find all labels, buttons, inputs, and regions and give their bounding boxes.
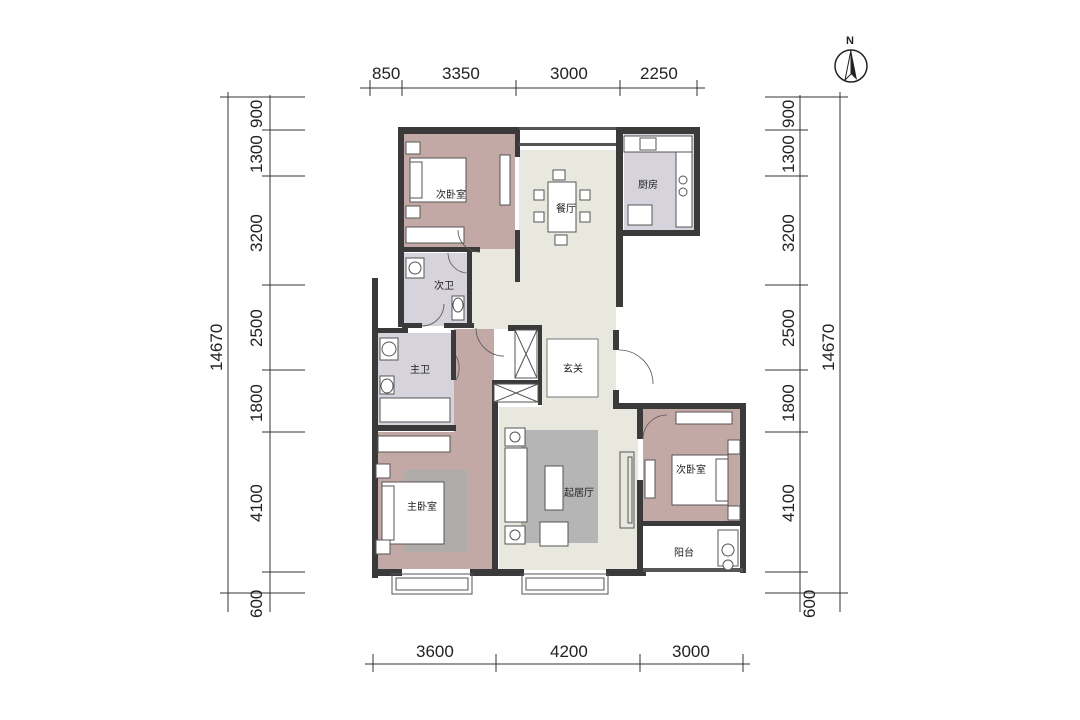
right-dimensions: 900 1300 3200 2500 1800 4100 600 14670 <box>765 92 848 618</box>
living-furniture <box>504 427 569 547</box>
bay-windows <box>391 451 635 595</box>
dim-bottom-3: 3000 <box>672 642 710 661</box>
kitchen-furniture <box>623 135 693 228</box>
dining-table <box>533 169 591 246</box>
room-label-kitchen: 厨房 <box>638 178 658 191</box>
room-labels: 次卧室 餐厅 厨房 次卫 玄关 主卫 次卧室 起居厅 主卧室 阳台 <box>407 178 706 559</box>
dim-right-1: 900 <box>779 100 798 128</box>
dim-top-2: 3350 <box>442 64 480 83</box>
dim-top-1: 850 <box>372 64 400 83</box>
foyer-rug <box>546 338 599 398</box>
bedroom-nw-furniture <box>405 141 511 244</box>
dim-top-3: 3000 <box>550 64 588 83</box>
dim-left-3: 3200 <box>247 214 266 252</box>
bottom-dimensions: 3600 4200 3000 <box>365 642 750 672</box>
dim-left-7: 600 <box>247 590 266 618</box>
bedroom-e-furniture <box>644 411 741 521</box>
room-label-bath2: 次卫 <box>434 279 454 292</box>
room-label-bedroom-nw: 次卧室 <box>436 188 466 201</box>
dim-right-3: 3200 <box>779 214 798 252</box>
room-label-master-bedroom: 主卧室 <box>407 500 437 513</box>
north-compass: N <box>834 35 868 83</box>
room-label-bedroom-e: 次卧室 <box>676 463 706 476</box>
dim-left-5: 1800 <box>247 384 266 422</box>
room-label-master-bath: 主卫 <box>410 364 430 376</box>
dim-left-1: 900 <box>247 100 266 128</box>
dim-right-2: 1300 <box>779 135 798 173</box>
dim-top-4: 2250 <box>640 64 678 83</box>
doors <box>421 229 668 440</box>
top-dimensions: 850 3350 3000 2250 <box>360 64 705 96</box>
storage-cabinets <box>493 329 539 403</box>
left-dimensions: 900 1300 3200 2500 1800 4100 600 14670 <box>207 92 305 618</box>
dim-left-6: 4100 <box>247 484 266 522</box>
dim-left-total: 14670 <box>207 324 226 371</box>
room-label-balcony: 阳台 <box>674 546 694 559</box>
dim-bottom-2: 4200 <box>550 642 588 661</box>
dim-right-5: 1800 <box>779 384 798 422</box>
dim-right-4: 2500 <box>779 309 798 347</box>
balcony-fixtures <box>717 529 739 571</box>
master-bath-fixtures <box>379 337 451 423</box>
bath2-fixtures <box>405 257 465 321</box>
room-label-dining: 餐厅 <box>556 202 576 215</box>
walls <box>372 127 746 578</box>
dim-left-4: 2500 <box>247 309 266 347</box>
compass-label: N <box>846 35 854 47</box>
room-label-foyer: 玄关 <box>563 362 583 375</box>
corridor-floor <box>472 249 519 329</box>
dim-right-6: 4100 <box>779 484 798 522</box>
dim-right-total: 14670 <box>819 324 838 371</box>
dim-left-2: 1300 <box>247 135 266 173</box>
dim-bottom-1: 3600 <box>416 642 454 661</box>
master-bed <box>375 435 451 555</box>
room-label-living: 起居厅 <box>564 487 594 499</box>
dim-right-7: 600 <box>800 590 819 618</box>
